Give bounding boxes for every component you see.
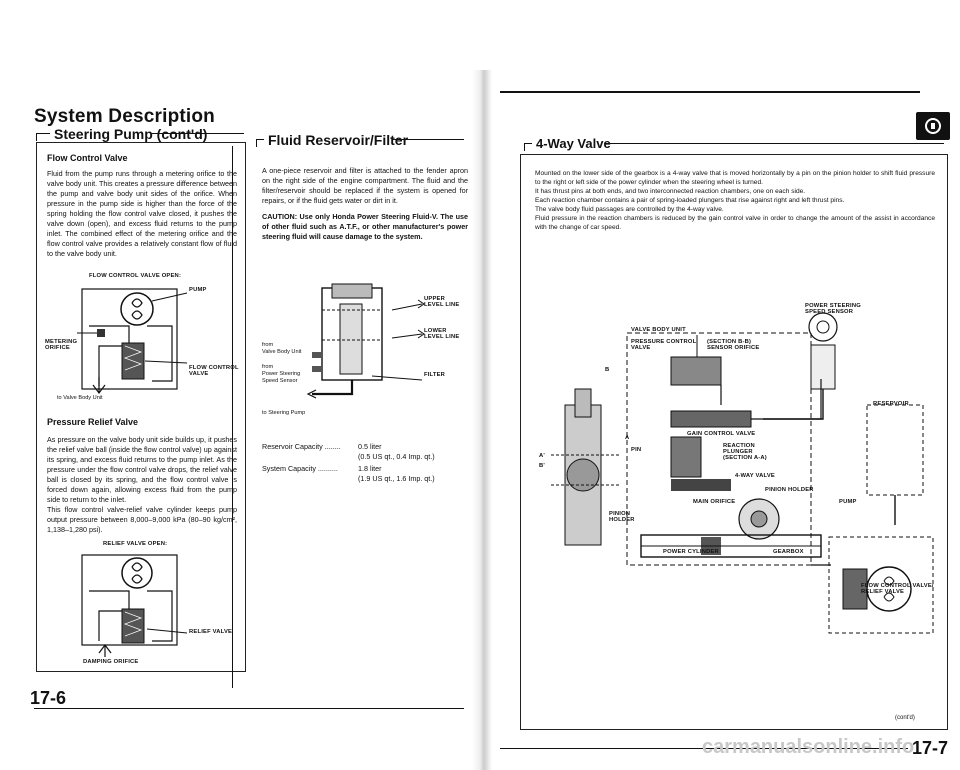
rule [604, 143, 944, 144]
label-reservoir: RESERVOIR [873, 401, 909, 407]
section-subtitle: Steering Pump (cont'd) [54, 126, 208, 142]
rule [34, 708, 464, 709]
rule [36, 133, 37, 141]
continued-note: (cont'd) [895, 715, 915, 721]
label-from-speed-sensor: from Power Steering Speed Sensor [262, 364, 301, 384]
rule [256, 139, 264, 140]
label-reaction-plunger: REACTION PLUNGER (SECTION A-A) [723, 443, 767, 461]
label-main-orifice: MAIN ORIFICE [693, 499, 736, 505]
flow-control-diagram [77, 288, 188, 394]
label-lower-level: LOWER LEVEL LINE [424, 328, 460, 340]
page-number-right: 17-7 [912, 738, 949, 758]
capacity-table: Reservoir Capacity ........ 0.5 liter(0.… [262, 442, 468, 484]
label-valve-body-unit: VALVE BODY UNIT [631, 327, 686, 333]
steering-icon [916, 112, 950, 140]
label-b: B [605, 367, 610, 373]
reservoir-heading: Fluid Reservoir/Filter [268, 132, 409, 148]
label-pump: PUMP [839, 499, 857, 505]
label-to-steering-pump: to Steering Pump [262, 410, 306, 416]
watermark: carmanualsonline.info [702, 736, 915, 758]
four-way-panel: Mounted on the lower side of the gearbox… [520, 154, 948, 730]
label-power-cylinder: POWER CYLINDER [663, 549, 719, 555]
label-metering-orifice: METERING ORIFICE [45, 339, 78, 351]
page-number-left: 17-6 [30, 688, 67, 708]
label-pinion-holder: PINION HOLDER [765, 487, 814, 493]
rule [152, 133, 244, 134]
capacity-value: 0.5 liter(0.5 US qt., 0.4 Imp. qt.) [358, 442, 435, 461]
page-title: System Description [34, 106, 215, 127]
rule [36, 133, 50, 134]
label-a: A [625, 435, 630, 441]
flow-control-heading: Flow Control Valve [47, 153, 128, 163]
rule [524, 143, 532, 144]
rule [232, 146, 233, 688]
reservoir-text: A one-piece reservoir and filter is atta… [262, 166, 468, 205]
pressure-relief-heading: Pressure Relief Valve [47, 417, 139, 427]
four-way-heading: 4-Way Valve [536, 136, 611, 151]
capacity-label: System Capacity .......... [262, 464, 338, 473]
label-gain-control-valve: GAIN CONTROL VALVE [687, 431, 756, 437]
relief-valve-diagram [81, 554, 188, 657]
label-speed-sensor: POWER STEERING SPEED SENSOR [805, 303, 861, 315]
relief-caption: RELIEF VALVE OPEN: [103, 541, 168, 547]
label-flow-control-valve: FLOW CONTROL VALVE [189, 365, 239, 377]
capacity-row: Reservoir Capacity ........ 0.5 liter(0.… [262, 442, 468, 462]
label-filter: FILTER [424, 372, 446, 378]
capacity-value: 1.8 liter(1.9 US qt., 1.6 Imp. qt.) [358, 464, 435, 483]
page-spine [472, 70, 492, 770]
label-pinion-holder-2: PINION HOLDER [609, 511, 635, 523]
reservoir-diagram [306, 283, 425, 399]
flow-control-text: Fluid from the pump runs through a meter… [47, 169, 237, 258]
label-to-valve-body: to Valve Body Unit [57, 395, 103, 401]
label-pump: PUMP [189, 287, 207, 293]
label-b-prime: B' [539, 463, 545, 469]
capacity-label: Reservoir Capacity ........ [262, 442, 341, 451]
rule [524, 143, 525, 151]
four-way-text: Mounted on the lower side of the gearbox… [535, 170, 935, 231]
capacity-row: System Capacity .......... 1.8 liter(1.9… [262, 464, 468, 484]
rule [256, 139, 257, 147]
pressure-relief-text: As pressure on the valve body unit side … [47, 435, 237, 504]
rule [392, 139, 464, 140]
label-a-prime: A' [539, 453, 545, 459]
reservoir-caution: CAUTION: Use only Honda Power Steering F… [262, 212, 468, 241]
label-upper-level: UPPER LEVEL LINE [424, 296, 460, 308]
flow-control-panel: Flow Control Valve Fluid from the pump r… [36, 142, 246, 672]
label-flow-control-relief: FLOW CONTROL VALVE/ RELIEF VALVE [861, 583, 934, 595]
rule [500, 91, 920, 93]
label-gearbox: GEARBOX [773, 549, 804, 555]
rule [500, 748, 908, 749]
label-damping-orifice: DAMPING ORIFICE [83, 659, 139, 665]
label-four-way-valve: 4-WAY VALVE [735, 473, 775, 479]
label-relief-valve: RELIEF VALVE [189, 629, 233, 635]
label-pin: PIN [631, 447, 642, 453]
label-pressure-control-valve: PRESSURE CONTROL VALVE [631, 339, 697, 351]
label-sensor-orifice: (SECTION B-B) SENSOR ORIFICE [707, 339, 760, 351]
pressure-relief-text-2: This flow control valve-relief valve cyl… [47, 505, 237, 534]
four-way-diagram [551, 312, 934, 634]
label-from-valve-body: from Valve Body Unit [262, 342, 302, 355]
flow-control-caption: FLOW CONTROL VALVE OPEN: [89, 273, 182, 279]
